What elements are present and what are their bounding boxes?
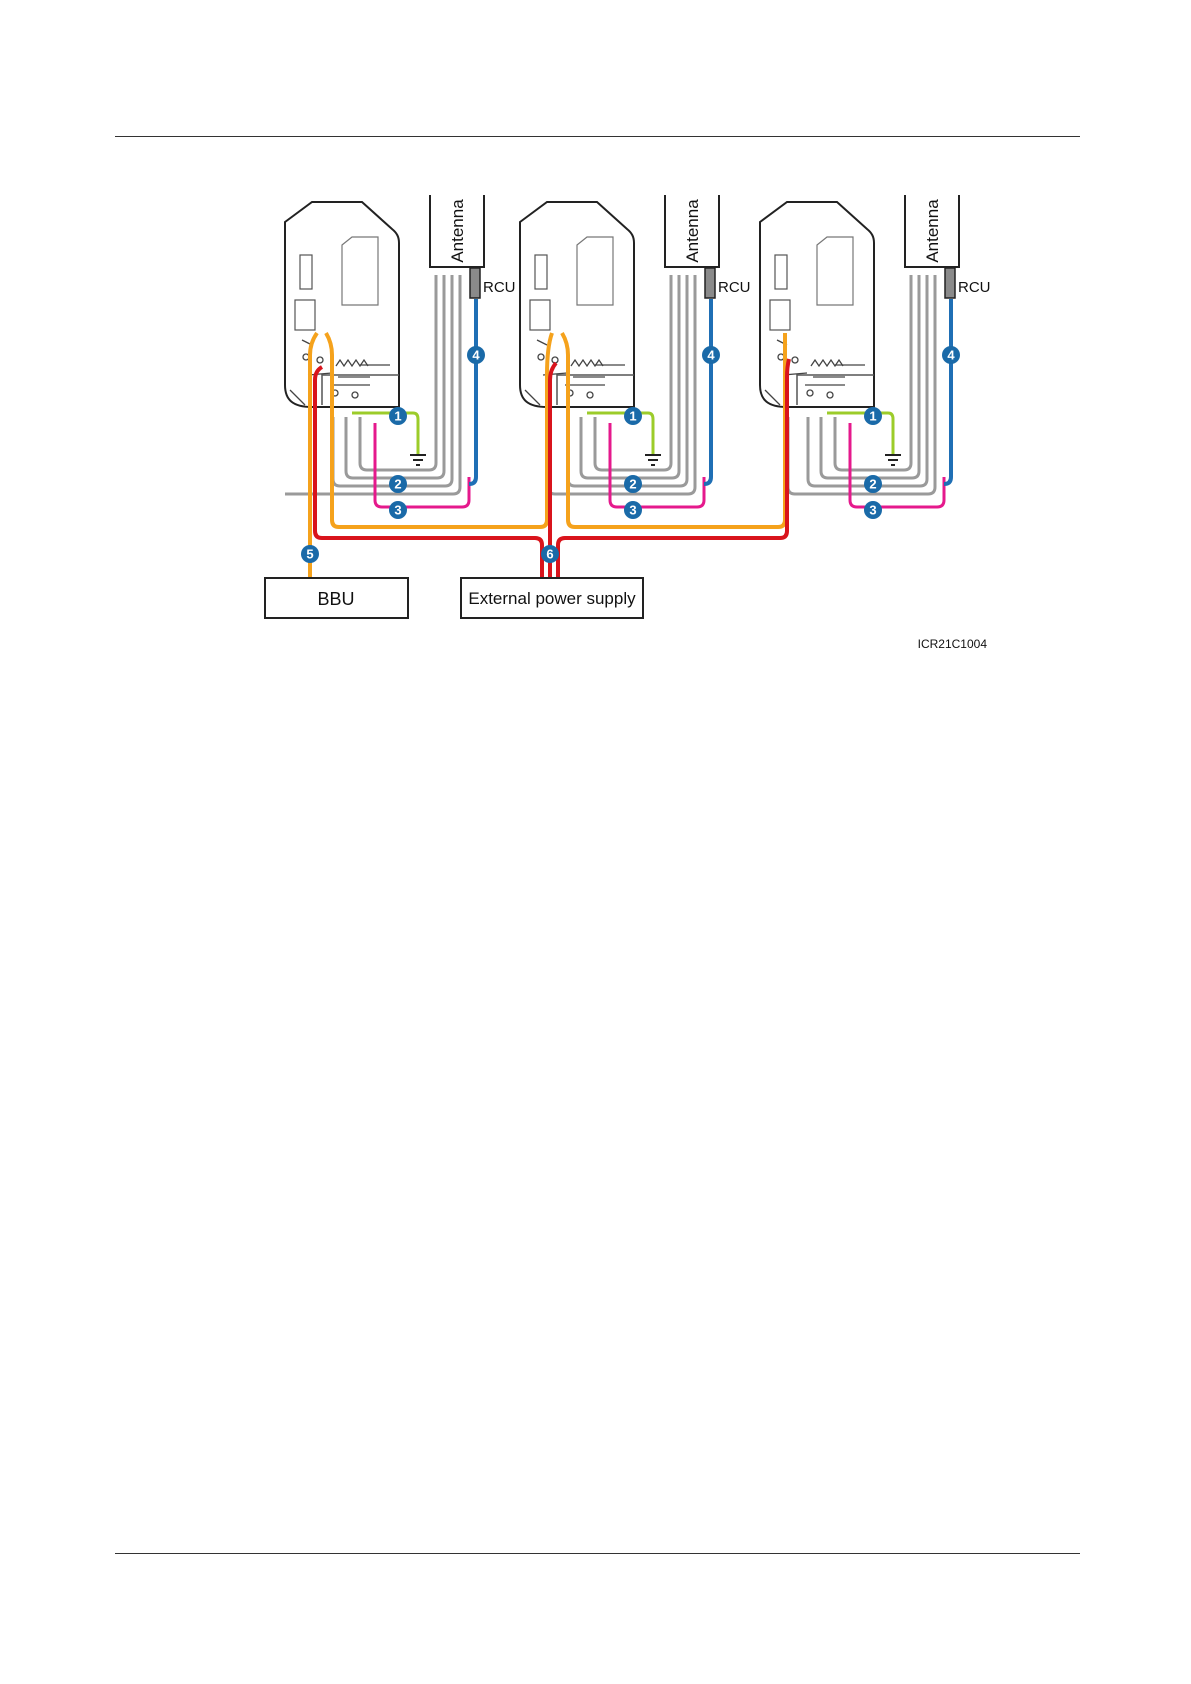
antenna-label-1: Antenna — [448, 199, 467, 263]
svg-text:3: 3 — [629, 503, 636, 518]
header-rule — [115, 136, 1080, 137]
rru-unit-2: Antenna RCU 1 2 3 4 — [520, 195, 751, 519]
svg-text:2: 2 — [869, 477, 876, 492]
rcu-module-2 — [705, 268, 715, 298]
rru-unit-3: Antenna RCU 1 2 3 4 — [760, 195, 991, 519]
cable-rcu-3 — [944, 299, 951, 484]
cable-connection-diagram: Antenna RCU 1 2 3 4 — [260, 195, 1090, 705]
rru-housing-3 — [760, 202, 874, 407]
rcu-module-1 — [470, 268, 480, 298]
svg-text:6: 6 — [546, 547, 553, 562]
figure-id-code: ICR21C1004 — [918, 637, 988, 651]
badges-lower: 5 6 — [301, 545, 559, 563]
antenna-label-2: Antenna — [683, 199, 702, 263]
cable-rcu-2 — [704, 299, 711, 484]
rru-housing-2 — [520, 202, 634, 407]
bbu-box: BBU — [265, 578, 408, 618]
rcu-label-1: RCU — [483, 279, 516, 296]
svg-text:1: 1 — [869, 409, 876, 424]
footer-rule — [115, 1553, 1080, 1554]
svg-text:1: 1 — [394, 409, 401, 424]
cable-ground-3 — [827, 413, 901, 465]
svg-text:3: 3 — [394, 503, 401, 518]
cable-rcu-1 — [469, 299, 476, 484]
rru-unit-1: Antenna RCU 1 2 3 4 — [285, 195, 516, 519]
rru-housing-1 — [285, 202, 399, 407]
antenna-label-3: Antenna — [923, 199, 942, 263]
svg-text:3: 3 — [869, 503, 876, 518]
external-power-supply-box: External power supply — [461, 578, 643, 618]
svg-text:4: 4 — [707, 348, 715, 363]
diagram-canvas: Antenna RCU 1 2 3 4 — [260, 195, 1090, 705]
power-supply-label: External power supply — [468, 589, 636, 608]
svg-text:1: 1 — [629, 409, 636, 424]
rcu-label-2: RCU — [718, 279, 751, 296]
cable-ground-2 — [587, 413, 661, 465]
cable-ground-1 — [352, 413, 426, 465]
svg-text:2: 2 — [629, 477, 636, 492]
svg-text:4: 4 — [472, 348, 480, 363]
rcu-label-3: RCU — [958, 279, 991, 296]
svg-text:2: 2 — [394, 477, 401, 492]
svg-text:4: 4 — [947, 348, 955, 363]
svg-text:5: 5 — [306, 547, 313, 562]
rcu-module-3 — [945, 268, 955, 298]
bbu-label: BBU — [317, 589, 354, 609]
